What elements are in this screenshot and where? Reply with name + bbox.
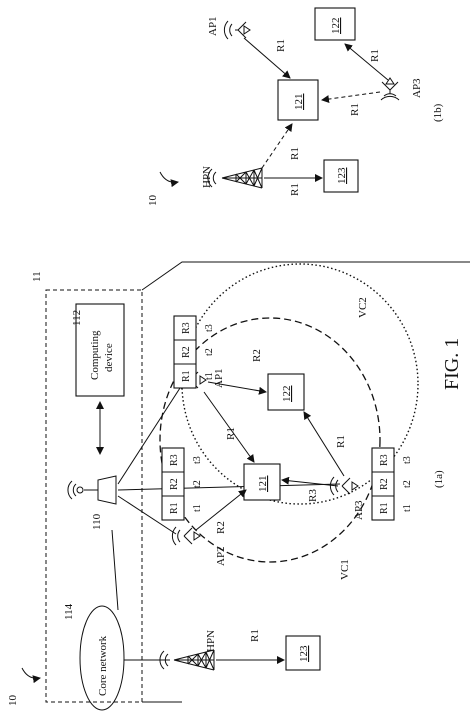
ue-121-a-box — [243, 463, 281, 501]
link-hpn-123-b-label: R1 — [289, 183, 301, 196]
hpn-b-tower-icon — [207, 167, 263, 189]
link-ap1-121-b — [243, 37, 291, 79]
ue-122-a-label: 122 — [281, 386, 293, 403]
ue-121-b-box — [277, 79, 319, 121]
core-network-ref: 114 — [63, 603, 75, 620]
core-block-11 — [45, 289, 143, 703]
panel-1a: 11 Computing device 112 110 Core network… — [7, 261, 470, 711]
ue-122-b-box — [314, 7, 356, 41]
ap1-slot-table: R1 R2 R3 t1 t2 t3 — [173, 315, 215, 389]
link-ap1-121-a-label: R1 — [225, 427, 237, 440]
ap3-b-antenna-icon — [380, 77, 400, 101]
ap1-time-1: t1 — [204, 372, 215, 380]
ue-123-a-box — [285, 635, 321, 671]
ap2-slot-2: R2 — [169, 478, 180, 490]
hpn-a-tower-icon — [159, 649, 215, 671]
vc2-label: VC2 — [357, 297, 369, 318]
link-ap1-121-b-label: R1 — [275, 39, 287, 52]
link-hpn-123-a-label: R1 — [249, 629, 261, 642]
ap1-time-3: t3 — [204, 324, 215, 332]
link-ap2-121-a-label: R2 — [215, 521, 227, 534]
link-ap2-121-a — [195, 489, 247, 531]
ap3-slot-2: R2 — [379, 478, 390, 490]
link-hpn-121-b-label: R1 — [289, 147, 301, 160]
panel-1a-caption: (1a) — [433, 470, 445, 488]
ap1-time-2: t2 — [204, 348, 215, 356]
system-ref-a-pointer — [21, 667, 41, 684]
link-server-ap1 — [117, 387, 181, 485]
computing-device-box — [75, 303, 125, 397]
link-ap3-122-b — [344, 43, 389, 81]
ap2-time-2: t2 — [192, 480, 203, 488]
virtual-cell-vc2 — [181, 263, 419, 505]
ap3-b-label: AP3 — [411, 78, 423, 98]
link-ap3-121-b-label: R1 — [349, 103, 361, 116]
ap2-slot-3: R3 — [169, 454, 180, 466]
link-ap1-122-a — [207, 381, 267, 395]
system-ref-b-pointer — [159, 171, 179, 188]
ap1-slot-1: R1 — [181, 370, 192, 382]
ap3-time-2: t2 — [402, 480, 413, 488]
computing-device-ref: 112 — [71, 310, 83, 326]
ap2-a-antenna-icon — [171, 526, 201, 546]
ap3-a-label: AP3 — [353, 500, 365, 520]
link-ap3-121-a-label: R3 — [307, 489, 319, 502]
link-ap3-122-a-label: R1 — [335, 435, 347, 448]
ap2-time-1: t1 — [192, 504, 203, 512]
ap1-b-label: AP1 — [207, 16, 219, 36]
ue-121-a-label: 121 — [257, 476, 269, 493]
virtual-cell-vc1 — [159, 317, 381, 563]
system-ref-b-label: 10 — [147, 195, 159, 207]
ue-121-b-label: 121 — [293, 94, 305, 111]
ap2-slot-1: R1 — [169, 502, 180, 514]
system-ref-a-label: 10 — [7, 695, 19, 707]
ap1-slot-3: R3 — [181, 322, 192, 334]
ap3-slot-table: R1 R2 R3 t1 t2 t3 — [371, 447, 413, 521]
core-network-label: Core network — [97, 635, 109, 696]
ap3-slot-1: R1 — [379, 502, 390, 514]
link-ap3-122-a — [303, 411, 345, 477]
ap2-slot-table: R1 R2 R3 t1 t2 t3 — [161, 447, 203, 521]
link-ap3-121-a — [281, 476, 339, 487]
link-core-server — [111, 529, 119, 611]
ue-122-a-box — [267, 373, 305, 411]
vc1-label: VC1 — [339, 559, 351, 580]
link-server-ap3 — [117, 483, 341, 491]
core-network-ellipse — [79, 605, 125, 711]
computing-device-label-2: device — [103, 343, 115, 372]
hpn-b-label: HPN — [201, 166, 213, 188]
ap3-time-3: t3 — [402, 456, 413, 464]
ue-123-a-label: 123 — [298, 645, 310, 662]
core-block-ref-label: 11 — [31, 271, 43, 282]
ue-123-b-box — [323, 159, 359, 193]
link-ap3-121-b — [321, 91, 381, 104]
link-ap3-122-b-label: R1 — [369, 49, 381, 62]
server-ref-label: 110 — [91, 513, 103, 530]
hpn-a-label: HPN — [205, 630, 217, 652]
figure-title: FIG. 1 — [441, 338, 463, 390]
ap3-slot-3: R3 — [379, 454, 390, 466]
ap2-time-3: t3 — [192, 456, 203, 464]
ap1-slot-2: R2 — [181, 346, 192, 358]
ap2-a-label: AP2 — [215, 546, 227, 566]
link-server-ap2 — [117, 495, 177, 535]
ap3-time-1: t1 — [402, 504, 413, 512]
panel-1b-caption: (1b) — [432, 103, 444, 122]
computing-device-label-1: Computing — [89, 330, 101, 380]
panel-1b: AP1 122 121 R1 AP3 R1 R1 (1b) HPN — [147, 7, 444, 207]
link-ap1-121-a — [203, 391, 255, 463]
server-110-icon — [67, 475, 117, 505]
ue-122-b-label: 122 — [330, 18, 342, 35]
link-ap1-122-a-label: R2 — [251, 349, 263, 362]
link-hpn-121-b — [261, 123, 293, 169]
ue-123-b-label: 123 — [336, 167, 348, 184]
ap1-b-antenna-icon — [223, 20, 251, 40]
callout-top-line — [141, 261, 470, 291]
